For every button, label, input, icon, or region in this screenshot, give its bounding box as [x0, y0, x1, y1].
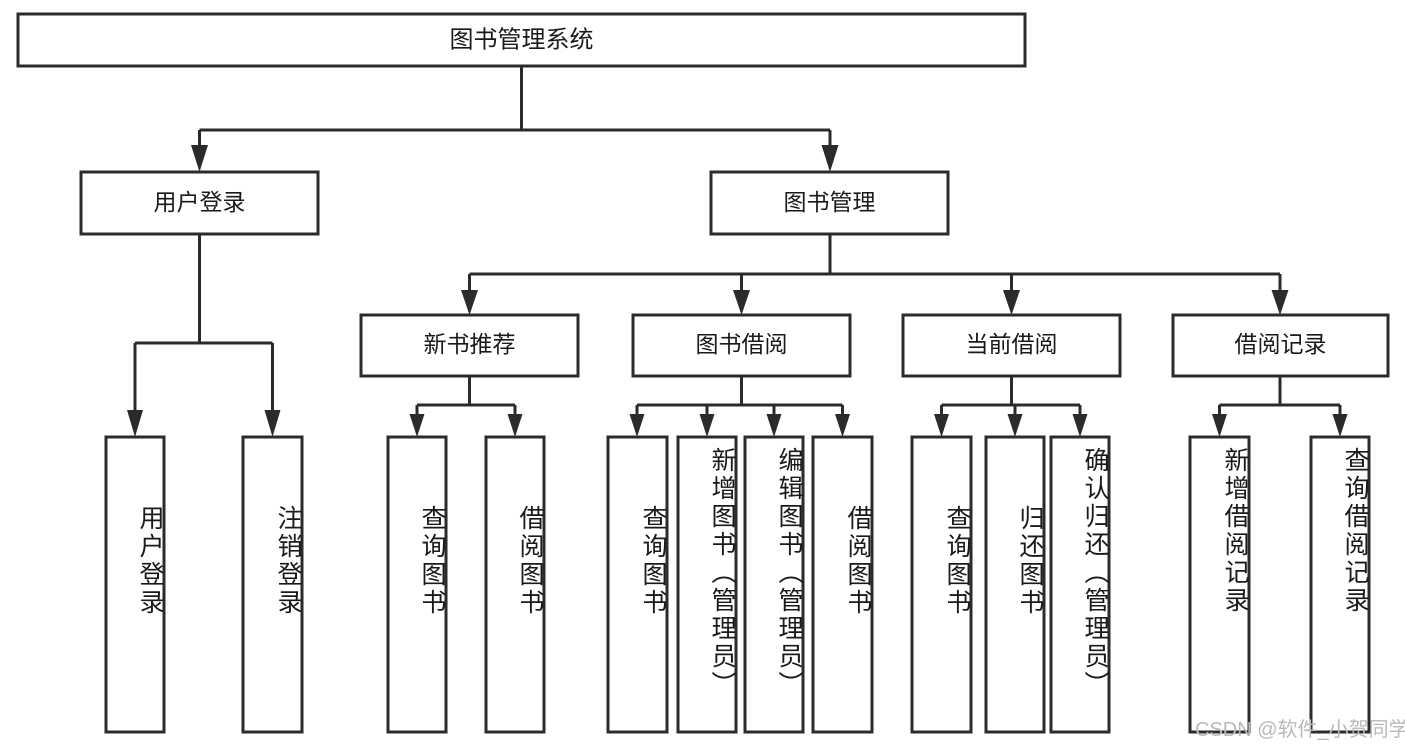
- arrow-head-icon: [1003, 290, 1020, 315]
- node-box[interactable]: [1171, 313, 1390, 378]
- arrow-head-icon: [1332, 414, 1348, 437]
- node-label: 借阅记录: [1235, 331, 1327, 357]
- leaf-node-logout[interactable]: [241, 435, 304, 734]
- arrow-head-icon: [766, 414, 782, 437]
- node-box[interactable]: [901, 313, 1122, 378]
- connector-borrowrecord-to-leaves: [1212, 376, 1348, 437]
- node-new-book-recommend[interactable]: 新书推荐: [359, 313, 580, 378]
- node-label: 用户登录: [154, 189, 246, 215]
- node-box[interactable]: [1309, 435, 1371, 734]
- arrow-head-icon: [699, 414, 715, 437]
- node-box[interactable]: [1049, 435, 1111, 734]
- node-box[interactable]: [709, 170, 950, 236]
- node-box[interactable]: [104, 435, 166, 734]
- arrow-head-icon: [1072, 414, 1088, 437]
- node-book-manage[interactable]: 图书管理: [709, 170, 950, 236]
- leaf-node-user-login[interactable]: [104, 435, 166, 734]
- leaf-node-query-book-2[interactable]: [606, 435, 669, 734]
- arrow-head-icon: [507, 414, 523, 437]
- arrow-head-icon: [1007, 414, 1023, 437]
- node-box[interactable]: [1188, 435, 1251, 734]
- node-box[interactable]: [811, 435, 874, 734]
- leaf-node-add-book[interactable]: [676, 435, 738, 734]
- connector-root-to-level2: [191, 66, 839, 172]
- connector-newbook-to-leaves: [409, 376, 523, 437]
- connector-userlogin-to-leaves: [127, 234, 281, 437]
- node-box[interactable]: [606, 435, 669, 734]
- leaf-node-borrow-book-1[interactable]: [484, 435, 546, 734]
- node-box[interactable]: [910, 435, 973, 734]
- node-current-borrow[interactable]: 当前借阅: [901, 313, 1122, 378]
- leaf-node-borrow-book-2[interactable]: [811, 435, 874, 734]
- node-box[interactable]: [241, 435, 304, 734]
- node-label: 当前借阅: [966, 331, 1058, 357]
- connector-bookmanage-to-level3: [461, 234, 1289, 315]
- node-book-borrow[interactable]: 图书借阅: [631, 313, 852, 378]
- node-box[interactable]: [631, 313, 852, 378]
- node-borrow-record[interactable]: 借阅记录: [1171, 313, 1390, 378]
- node-label: 图书借阅: [696, 331, 788, 357]
- connector-currentborrow-to-leaves: [934, 376, 1088, 437]
- node-box[interactable]: [484, 435, 546, 734]
- leaf-node-query-record[interactable]: [1309, 435, 1371, 734]
- node-label: 图书管理: [784, 189, 876, 215]
- csdn-watermark: CSDN @软件_小贺同学: [1195, 719, 1405, 741]
- arrow-head-icon: [934, 414, 949, 437]
- leaf-node-query-book-3[interactable]: [910, 435, 973, 734]
- arrow-head-icon: [629, 414, 645, 437]
- arrow-head-icon: [409, 414, 425, 437]
- node-box[interactable]: [984, 435, 1046, 734]
- arrow-head-icon: [733, 290, 750, 315]
- node-box[interactable]: [386, 435, 448, 734]
- leaf-node-query-book-1[interactable]: [386, 435, 448, 734]
- arrow-head-icon: [835, 414, 850, 437]
- node-label: 图书管理系统: [450, 26, 594, 53]
- arrow-head-icon: [821, 145, 839, 172]
- leaf-node-return-book[interactable]: [984, 435, 1046, 734]
- node-root[interactable]: 图书管理系统: [16, 12, 1027, 68]
- arrow-head-icon: [191, 145, 208, 172]
- arrow-head-icon: [127, 410, 143, 437]
- arrow-head-icon: [1271, 290, 1289, 315]
- leaf-node-add-record[interactable]: [1188, 435, 1251, 734]
- leaf-node-confirm-return[interactable]: [1049, 435, 1111, 734]
- node-label: 新书推荐: [424, 331, 516, 357]
- connector-bookborrow-to-leaves: [629, 376, 850, 437]
- node-box[interactable]: [743, 435, 805, 734]
- node-box[interactable]: [676, 435, 738, 734]
- node-user-login[interactable]: 用户登录: [79, 170, 320, 236]
- node-box[interactable]: [79, 170, 320, 236]
- arrow-head-icon: [264, 410, 281, 437]
- arrow-head-icon: [1212, 414, 1227, 437]
- leaf-node-edit-book[interactable]: [743, 435, 805, 734]
- arrow-head-icon: [461, 290, 478, 315]
- node-box[interactable]: [16, 12, 1027, 68]
- node-box[interactable]: [359, 313, 580, 378]
